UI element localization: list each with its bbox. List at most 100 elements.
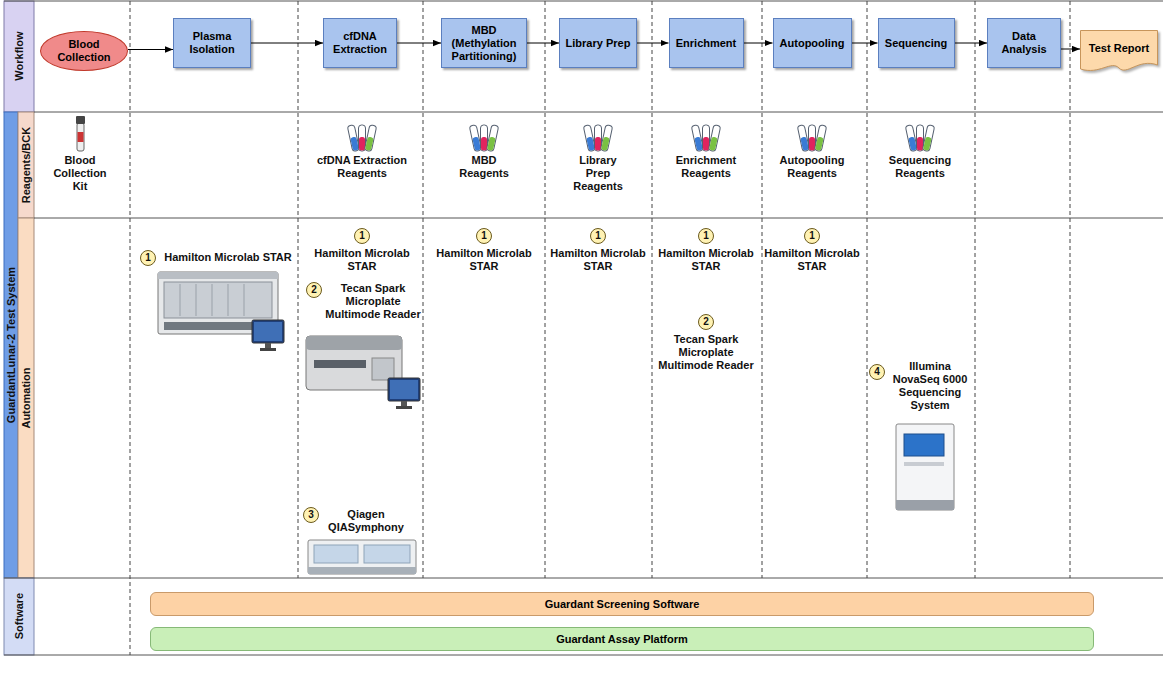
node-text: Guardant Screening Software (545, 598, 700, 611)
node-text: Guardant Assay Platform (556, 633, 688, 646)
lane-header-strip (4, 1, 34, 112)
instrument-body (896, 424, 954, 510)
instrument-label: Tecan Spark Microplate Multimode Reader (323, 282, 423, 321)
reagent-icon (905, 125, 934, 152)
callout-number: 1 (354, 228, 370, 244)
flow-arrow (128, 49, 173, 50)
start-ellipse: Blood Collection (40, 31, 128, 71)
lane-line (4, 578, 1163, 579)
lane-header-strip (4, 578, 34, 655)
instrument-label: Hamilton Microlab STAR (656, 247, 756, 273)
callout-number: 3 (303, 507, 319, 523)
instrument-label: Qiagen QIASymphony (321, 508, 411, 534)
lane-header: Software (13, 593, 26, 639)
sequencer-picture (896, 424, 954, 510)
column-line (423, 1, 424, 578)
process-box: Enrichment (669, 18, 744, 68)
software-bar: Guardant Assay Platform (150, 627, 1094, 651)
instrument-deck (180, 284, 244, 316)
process-box: Autopooling (773, 18, 852, 68)
tube-cap (76, 116, 85, 124)
node-text: Blood Collection (51, 38, 117, 64)
callout-number: 2 (306, 282, 322, 298)
instrument-body (308, 540, 416, 574)
instrument-screen (904, 434, 944, 456)
node-text: Data Analysis (993, 30, 1055, 56)
column-line (867, 1, 868, 578)
instrument-tray (314, 360, 366, 368)
instrument-label: Illumina NovaSeq 6000 Sequencing System (886, 360, 974, 412)
tube-body (77, 123, 84, 151)
node-text: MBD (Methylation Partitioning) (447, 24, 521, 63)
reagent-label: Library Prep Reagents (570, 154, 626, 193)
flow-arrow (637, 43, 669, 44)
layout-part (212, 284, 213, 316)
instrument-top (306, 336, 402, 350)
node-text: cfDNA Extraction (329, 30, 391, 56)
computer-monitor (388, 378, 420, 409)
layout-part (228, 284, 229, 316)
layout-part (244, 284, 245, 316)
lane-line (4, 1, 1163, 2)
process-box: Plasma Isolation (173, 18, 251, 68)
column-line (1070, 1, 1071, 578)
lane-line (34, 218, 1163, 219)
callout-number: 1 (476, 228, 492, 244)
reagent-icon (347, 125, 376, 152)
reagent-label: Autopooling Reagents (767, 154, 857, 180)
software-bar: Guardant Screening Software (150, 592, 1094, 616)
flow-arrow (852, 43, 878, 44)
flow-arrow (251, 43, 323, 44)
lane-separators (4, 1, 1163, 655)
process-box: Data Analysis (987, 18, 1061, 68)
lane-header-strip (18, 218, 34, 578)
lane-line (4, 655, 1163, 656)
callout-number: 1 (140, 250, 156, 266)
lane-header: Reagents/BCK (20, 127, 33, 203)
node-text: Enrichment (676, 37, 737, 50)
reagent-icon (583, 125, 612, 152)
instrument-label: Hamilton Microlab STAR (158, 251, 298, 264)
lane-header-strip (18, 112, 34, 218)
node-text: Test Report (1089, 42, 1149, 55)
layout-part (196, 284, 197, 316)
column-line (652, 1, 653, 578)
callout-number: 2 (698, 314, 714, 330)
flow-arrow (955, 43, 988, 44)
reagent-icon (469, 125, 498, 152)
node-text: Library Prep (566, 37, 631, 50)
instrument-slot (904, 462, 944, 466)
reagent-label: Enrichment Reagents (661, 154, 751, 180)
instrument-label: Hamilton Microlab STAR (548, 247, 648, 273)
tube-label (78, 132, 84, 142)
instrument-top (158, 272, 278, 279)
reagent-icon (691, 125, 720, 152)
callout-number: 1 (590, 228, 606, 244)
column-dividers (130, 1, 1070, 655)
lane-line (34, 112, 1163, 113)
callout-number: 1 (698, 228, 714, 244)
process-box: MBD (Methylation Partitioning) (441, 18, 527, 68)
instrument-label: Hamilton Microlab STAR (762, 247, 862, 273)
layout-part (180, 284, 181, 316)
document-outline-path (1081, 31, 1158, 71)
reagent-label: Sequencing Reagents (875, 154, 965, 180)
node-text: Autopooling (780, 37, 845, 50)
reagent-icon (797, 125, 826, 152)
process-box: Library Prep (559, 18, 637, 68)
column-line (762, 1, 763, 578)
callout-number: 4 (869, 364, 885, 380)
instrument-panel (372, 358, 394, 380)
extraction-instrument-picture (308, 540, 416, 574)
system-header-strip (4, 112, 18, 578)
computer-monitor (252, 320, 284, 351)
instrument-window (364, 545, 410, 563)
process-box: Sequencing (878, 18, 955, 68)
instrument-base (896, 500, 954, 510)
flow-arrow (527, 43, 559, 44)
